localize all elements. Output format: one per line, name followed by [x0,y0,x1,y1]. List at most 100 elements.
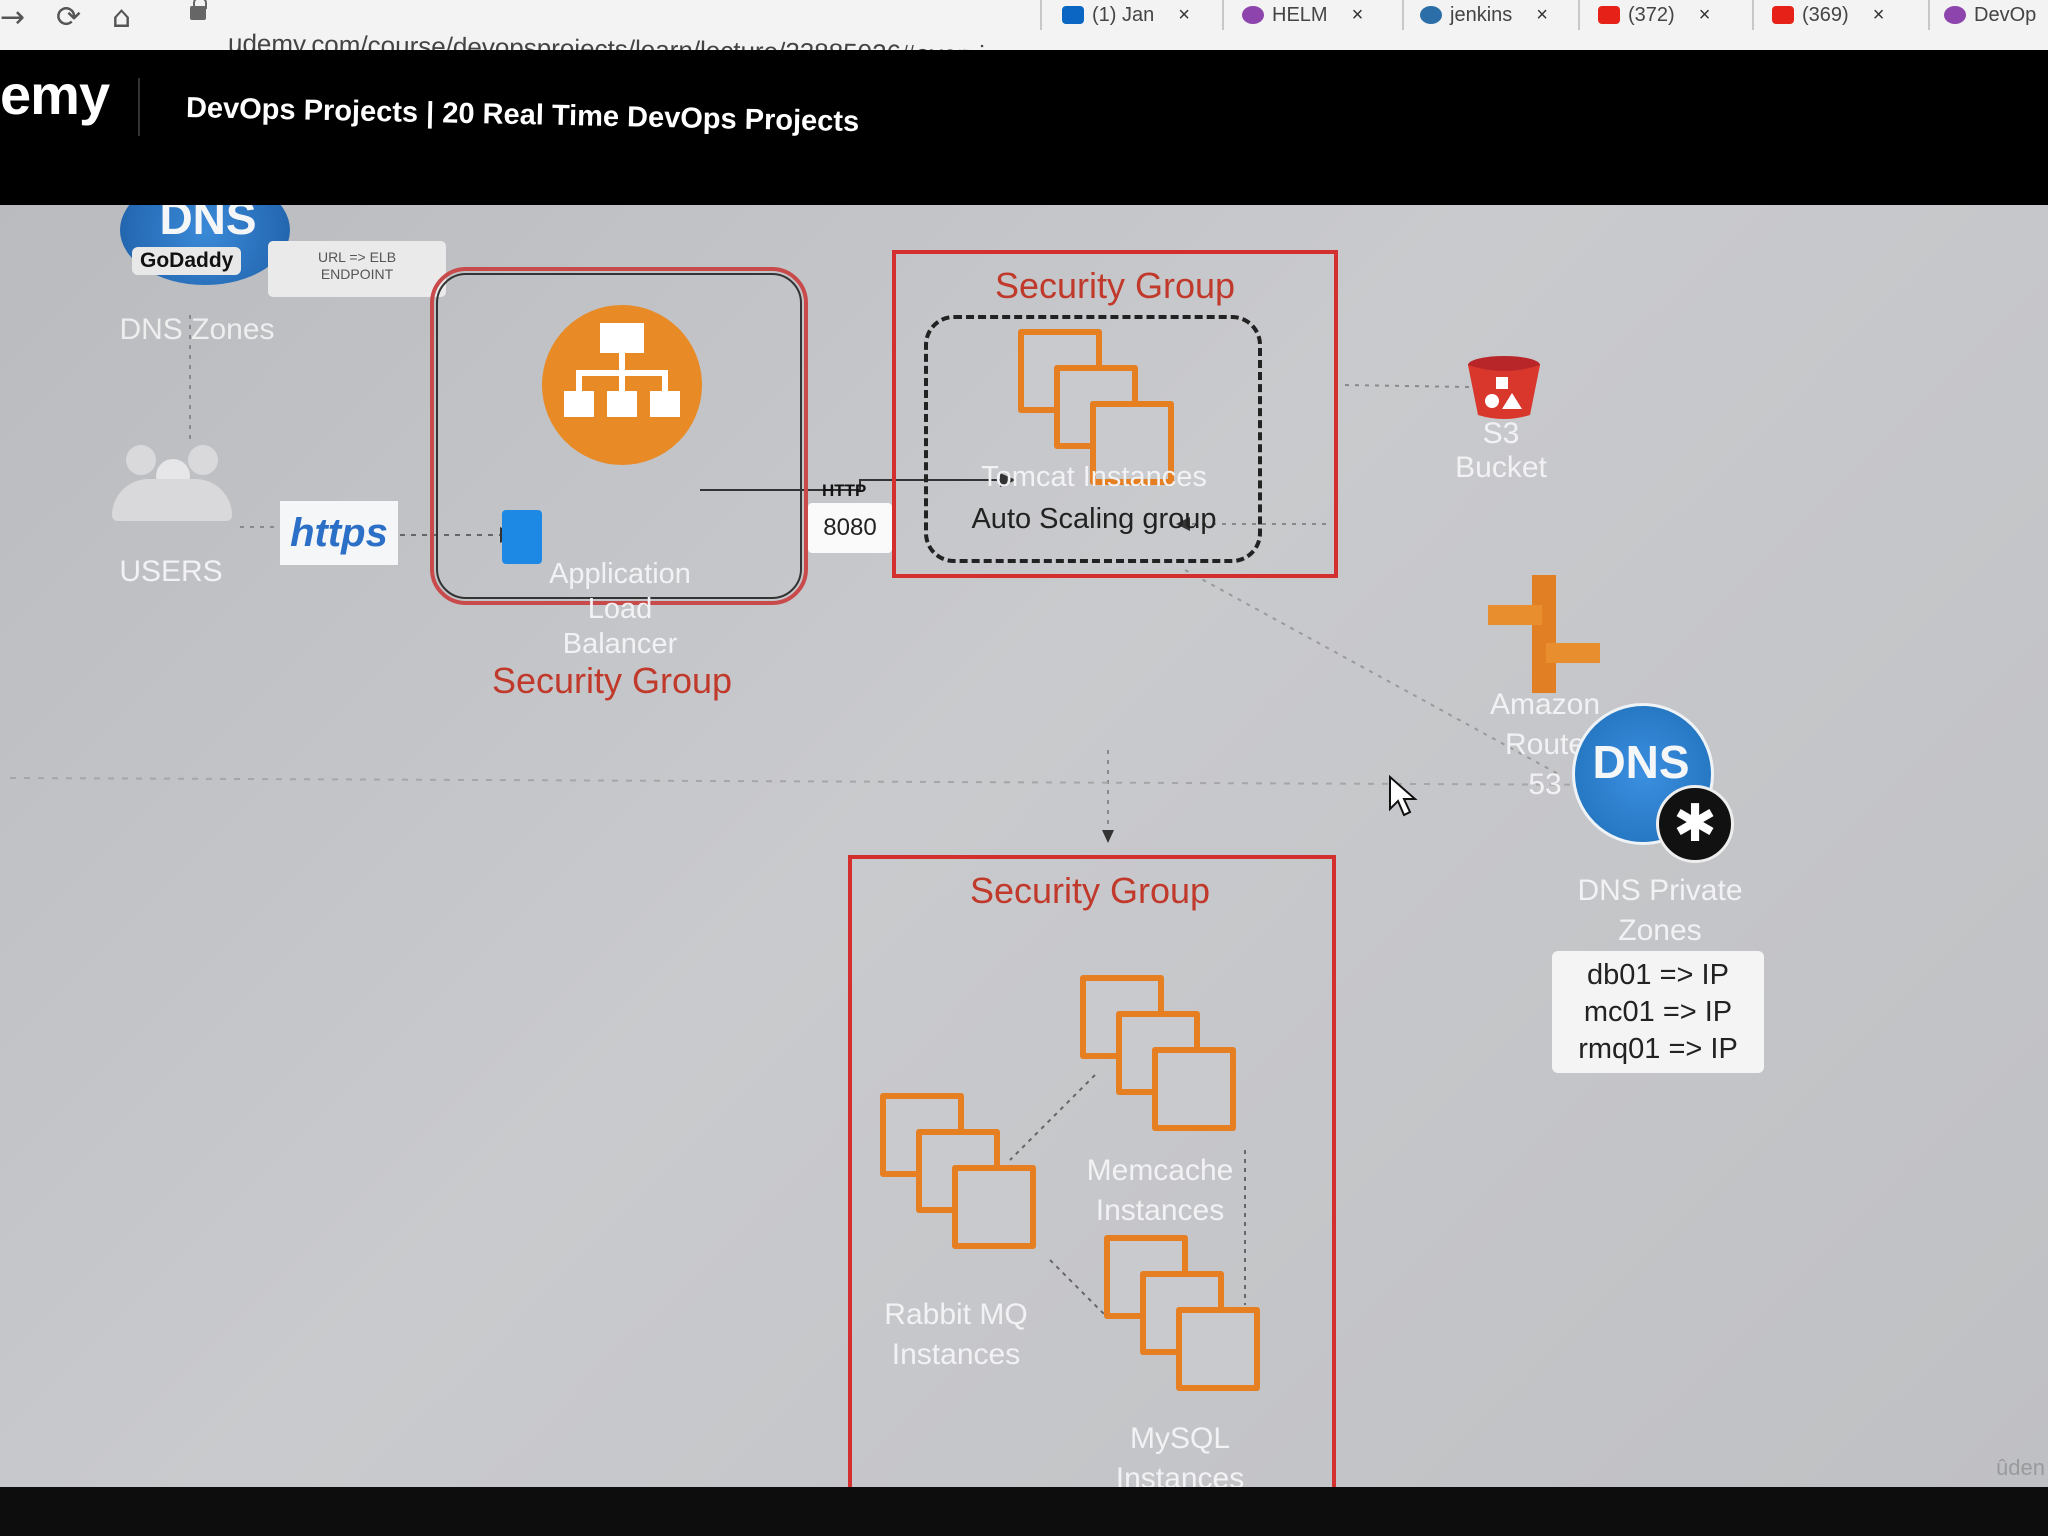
auto-scaling-group-box [924,315,1262,563]
linkedin-icon [1062,6,1084,24]
browser-tab-devops[interactable]: DevOp [1944,0,2036,30]
dns-zones-label: DNS Zones [119,313,275,346]
note-line: ENDPOINT [320,266,394,282]
memcache-label-line: Instances [1095,1194,1225,1227]
jenkins-icon [1420,6,1442,24]
memcache-instances-icon [1080,975,1240,1145]
users-label: USERS [119,555,223,588]
https-text: https [290,510,388,555]
s3-to-tomcat-line [1180,523,1326,525]
port-badge: 8080 [808,503,892,553]
browser-tab-jenkins[interactable]: jenkins × [1420,0,1548,30]
memcache-label-line: Memcache [1086,1154,1234,1187]
dns-record: db01 => IP [1587,959,1729,991]
s3-bucket-label: S3 Bucket [1436,417,1566,485]
route53-label: Amazon Route 53 [1460,685,1630,805]
browser-tab-youtube-369[interactable]: (369) × [1772,0,1884,30]
arrowhead-icon [1102,830,1114,843]
private-dns-label-line: DNS Private [1577,874,1743,907]
load-balancer-icon [542,305,702,465]
alb-to-tomcat-line [700,479,1005,491]
dns-record: mc01 => IP [1583,996,1733,1028]
certificate-icon [502,510,542,564]
course-header [0,50,2048,220]
udemy-logo[interactable]: emy [0,63,110,126]
close-tab-icon[interactable]: × [1536,3,1548,26]
rabbit-to-mysql-line [1049,1259,1106,1316]
memcache-to-rabbit-line [1009,1074,1096,1161]
tab-label: HELM [1272,3,1328,26]
tomcat-security-group [892,250,1338,578]
reload-icon[interactable]: ⟳ [56,0,82,35]
https-badge: https [280,501,398,565]
mouse-cursor-icon [1389,775,1418,817]
rabbitmq-instances-icon [880,1093,1040,1263]
users-icon [108,445,236,525]
asterisk-icon: ✱ [1656,785,1734,863]
forward-icon[interactable]: → [0,0,26,35]
mysql-label-line: Instances [1115,1462,1245,1487]
mysql-instances-icon [1104,1235,1264,1405]
alb-security-group [430,267,808,605]
udemy-icon [1944,6,1966,24]
private-dns-logo-text: DNS [1592,736,1690,788]
dns-logo-text: DNS [159,205,257,244]
close-tab-icon[interactable]: × [1178,3,1190,26]
rabbitmq-label: Rabbit MQ Instances [856,1295,1056,1375]
arrowhead-icon [1176,517,1190,531]
diagram-connectors [9,315,1651,1316]
header-divider [138,78,140,136]
backend-security-group-title: Security Group [969,870,1211,911]
udemy-watermark: ûden [1996,1455,2045,1480]
udemy-icon [1242,6,1264,24]
private-dns-records: db01 => IP mc01 => IP rmq01 => IP [1552,951,1764,1073]
browser-tab-helm[interactable]: HELM × [1242,0,1363,30]
close-tab-icon[interactable]: × [1872,3,1885,26]
tomcat-to-route53-line [1184,569,1561,776]
lock-icon [190,0,207,20]
close-tab-icon[interactable]: × [1698,3,1711,26]
route53-label-line: Amazon [1489,688,1601,721]
mysql-label: MySQL Instances [1080,1419,1280,1487]
note-line: URL => ELB [317,249,397,265]
private-dns-label: DNS Private Zones [1540,871,1780,951]
alb-label: Application Load Balancer [500,557,740,662]
browser-tab-youtube-372[interactable]: (372) × [1598,0,1710,30]
godaddy-logo: GoDaddy [132,247,242,275]
tomcat-security-group-title: Security Group [994,265,1236,306]
private-dns-label-line: Zones [1618,914,1702,947]
youtube-icon [1772,6,1794,24]
browser-chrome: → ⟳ ⌂ udemy.com/course/devopsprojects/le… [0,0,2048,70]
tomcat-instances-label: Tomcat Instances [981,461,1207,493]
rabbitmq-label-line: Rabbit MQ [884,1298,1028,1331]
home-icon[interactable]: ⌂ [112,0,132,35]
org-chart-icon [564,323,680,417]
lecture-video-frame[interactable]: DNS GoDaddy URL => ELB ENDPOINT DNS Zone… [0,205,2048,1487]
tab-label: DevOp [1974,3,2037,26]
tab-label: jenkins [1450,3,1513,26]
route53-label-line: Route [1504,728,1586,761]
arrowhead-icon [1000,473,1016,487]
tomcat-instances-icon [1018,329,1178,499]
s3-label-line: Bucket [1455,451,1547,484]
tab-label: (1) Jan [1092,3,1155,26]
backend-security-group [848,855,1336,1487]
alb-label-line: Balancer [562,628,678,660]
rabbitmq-label-line: Instances [891,1338,1021,1371]
youtube-icon [1598,6,1620,24]
alb-security-group-title: Security Group [491,660,733,701]
route53-icon [1488,575,1600,695]
close-tab-icon[interactable]: × [1351,3,1364,26]
auto-scaling-group-label: Auto Scaling group [971,503,1217,535]
route53-label-line: 53 [1528,768,1562,801]
alb-label-line: Load [587,593,653,625]
tab-label: (369) [1802,3,1849,26]
browser-tab-linkedin[interactable]: (1) Jan × [1062,0,1190,30]
dns-record: rmq01 => IP [1578,1033,1738,1065]
tab-label: (372) [1628,3,1675,26]
dns-record-note: URL => ELB ENDPOINT [268,241,446,297]
s3-connector-line [1344,384,1471,388]
http-label: HTTP [822,481,867,500]
s3-label-line: S3 [1482,417,1520,450]
memcache-label: Memcache Instances [1050,1151,1270,1231]
